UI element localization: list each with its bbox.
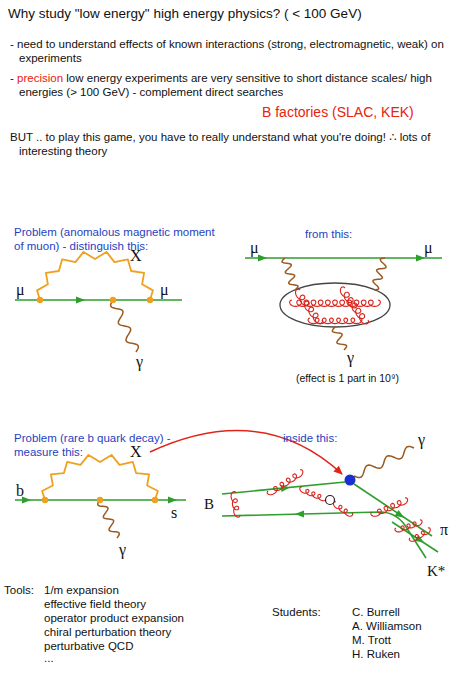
particle-label: μ (424, 238, 433, 257)
problem-heading: from this: (305, 228, 352, 242)
photon-line (354, 446, 414, 477)
vertex-dot (110, 297, 116, 303)
emphasis-word: precision (17, 72, 63, 84)
students-heading: Students: (272, 606, 321, 620)
particle-label: γ (347, 348, 354, 367)
gluon-line (409, 528, 430, 542)
problem-heading: Problem (rare b quark decay) - measure t… (14, 432, 184, 460)
student-name: M. Trott (352, 634, 391, 648)
tools-heading: Tools: (4, 584, 34, 598)
muon-line (245, 257, 442, 259)
pointer-arrow (150, 431, 342, 474)
particle-label: γ (418, 430, 425, 449)
problem-heading: inside this: (283, 432, 337, 446)
photon-line (282, 258, 298, 290)
gluon-line (267, 470, 303, 495)
student-name: H. Ruken (352, 648, 400, 662)
operator-vertex (345, 475, 356, 486)
particle-label: μ (16, 280, 25, 299)
fermion-arrowhead (416, 255, 425, 262)
heavy-boson-line (42, 455, 158, 500)
particle-label: X (130, 246, 142, 265)
particle-label: B (204, 495, 214, 513)
quark-line (354, 484, 432, 536)
photon-line (373, 258, 386, 290)
gluon-line (334, 502, 353, 517)
gluon-line (231, 492, 240, 518)
vertex-dot (97, 497, 103, 503)
hadronic-blob (280, 283, 390, 327)
gluon-line (308, 318, 362, 324)
student-name: C. Burrell (352, 606, 400, 620)
bullet-text: - precision low energy experiments are v… (10, 72, 459, 100)
particle-label: X (130, 442, 142, 461)
photon-line (111, 300, 139, 352)
fermion-arrowhead (258, 255, 267, 262)
vertex-dot (152, 497, 158, 503)
slide-title: Why study "low energy" high energy physi… (8, 6, 362, 22)
fermion-arrowhead (76, 297, 85, 304)
vertex-dot (37, 297, 43, 303)
particle-label: π (440, 520, 448, 539)
problem-heading: Problem (anomalous magnetic moment of mu… (14, 226, 219, 254)
student-name: A. Williamson (352, 620, 422, 634)
gluon-line (371, 498, 408, 517)
vertex-dot (147, 297, 153, 303)
gluon-line (300, 487, 327, 501)
particle-label: γ (136, 352, 143, 371)
fermion-arrowhead (295, 511, 304, 518)
highlight-text: B factories (SLAC, KEK) (262, 104, 414, 121)
note-text: BUT .. to play this game, you have to re… (10, 131, 459, 159)
tools-item: operator product expansion (44, 612, 184, 626)
bullet-text: - need to understand effects of known in… (10, 38, 459, 66)
vertex-dot (42, 497, 48, 503)
note-text: (effect is 1 part in 10⁹) (296, 372, 399, 385)
gluon-line (395, 520, 422, 532)
bullet-text: low energy experiments are very sensitiv… (19, 72, 432, 98)
quark-line (222, 512, 426, 558)
tools-item: effective field theory (44, 598, 146, 612)
tools-item: perturbative QCD (44, 640, 133, 654)
gluon-line (290, 300, 381, 306)
particle-label: b (16, 481, 24, 500)
particle-label: μ (250, 238, 259, 257)
tools-item: chiral perturbation theory (44, 626, 171, 640)
tools-item: ... (44, 652, 54, 666)
photon-line (332, 327, 346, 350)
fermion-arrowhead (168, 497, 177, 504)
particle-label: K* (427, 562, 445, 580)
particle-label: μ (160, 280, 169, 299)
photon-line (98, 500, 120, 538)
particle-label: s (171, 503, 177, 522)
fermion-arrowhead (395, 510, 405, 518)
tools-item: 1/m expansion (44, 584, 119, 598)
particle-label: γ (119, 540, 126, 559)
bullet-text: - (10, 72, 14, 84)
operator-vertex (326, 496, 335, 505)
